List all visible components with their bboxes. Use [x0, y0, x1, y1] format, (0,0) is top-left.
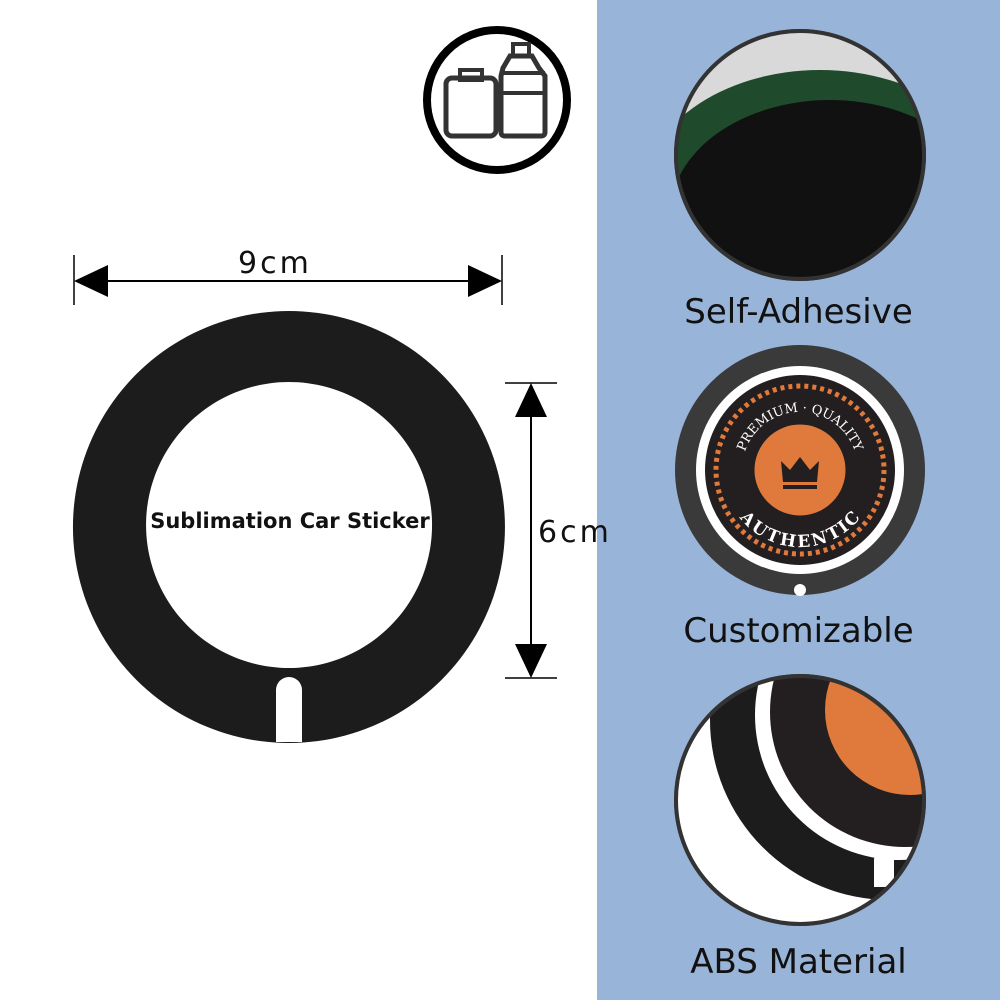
height-label: 6cm	[538, 515, 612, 550]
height-dimension	[505, 382, 557, 679]
feature-label-abs-material: ABS Material	[690, 942, 907, 982]
product-center-label: Sublimation Car Sticker	[150, 509, 430, 533]
width-label: 9cm	[238, 246, 312, 281]
width-dimension	[73, 255, 503, 305]
customizable-badge-image: PREMIUM · QUALITY AUTHENTIC	[675, 345, 925, 596]
feature-label-self-adhesive: Self-Adhesive	[684, 292, 913, 332]
feature-label-customizable: Customizable	[683, 611, 914, 651]
car-sticker-ring	[72, 311, 505, 743]
plastic-bottles-icon	[423, 26, 571, 174]
